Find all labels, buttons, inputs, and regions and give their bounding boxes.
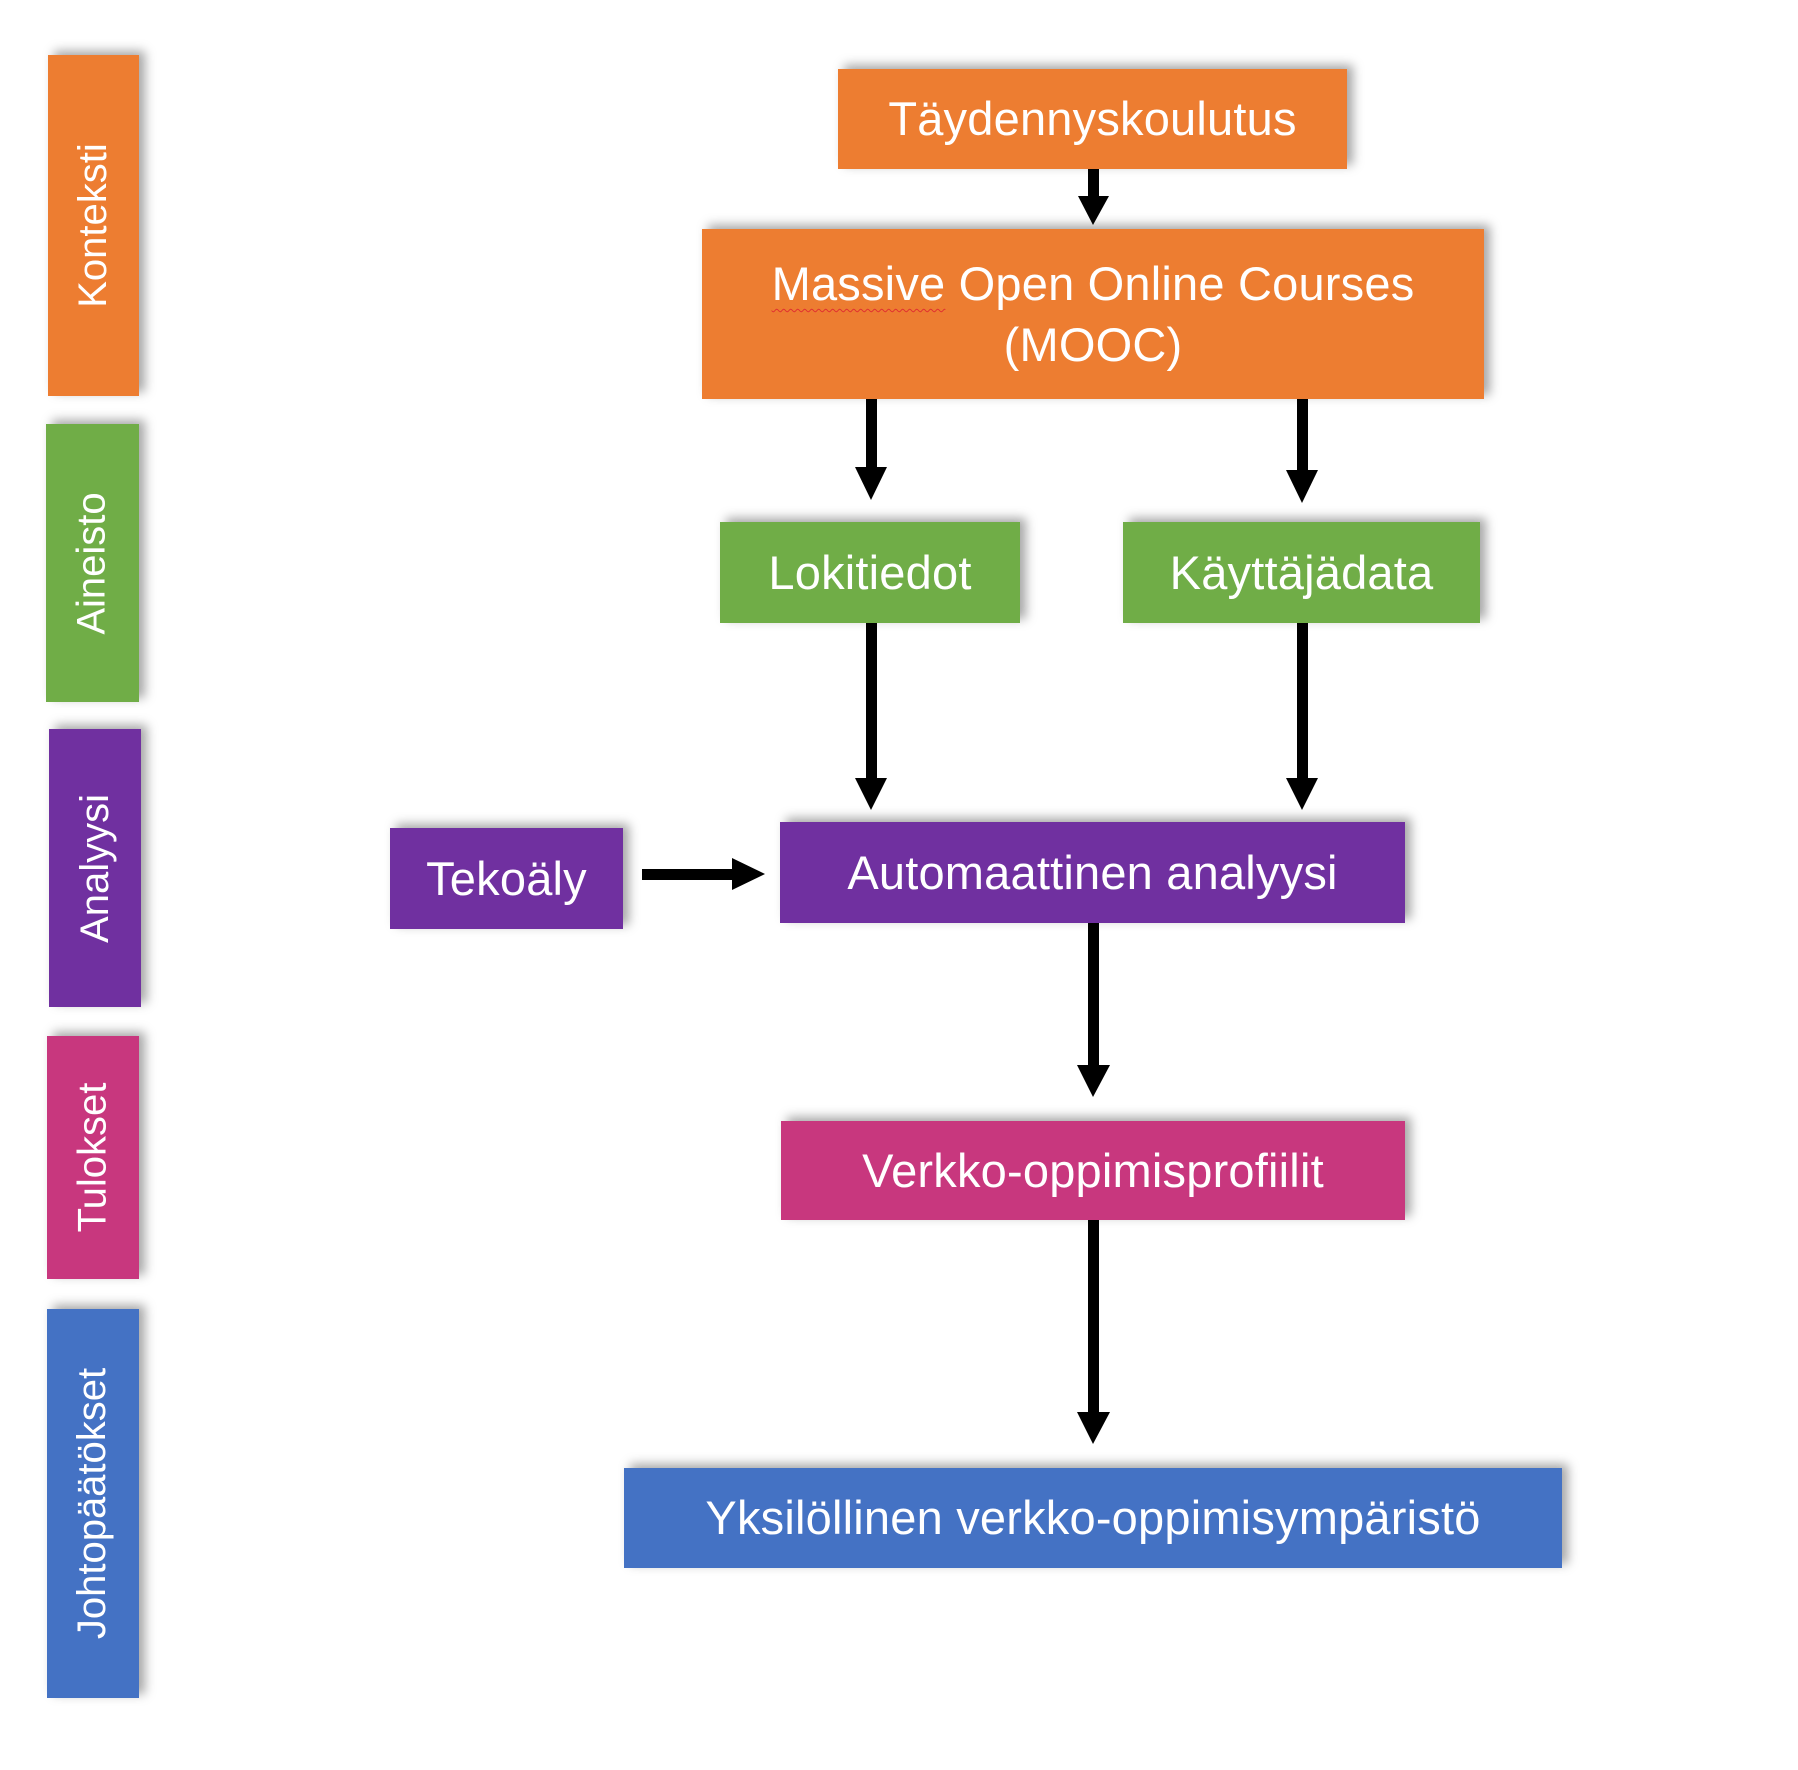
- node-kayttajadata: Käyttäjädata: [1123, 522, 1480, 623]
- node-automaattinen-analyysi: Automaattinen analyysi: [780, 822, 1405, 923]
- arrow-tekoaly-to-analyysi: [642, 858, 765, 890]
- arrow-mooc-to-lokitiedot: [855, 399, 887, 500]
- stage-label-aineisto: Aineisto: [46, 424, 139, 702]
- node-label: Yksilöllinen verkko-oppimisympäristö: [705, 1491, 1481, 1545]
- stage-label-tulokset: Tulokset: [47, 1036, 139, 1279]
- node-label-line2: (MOOC): [1003, 318, 1183, 371]
- node-lokitiedot: Lokitiedot: [720, 522, 1020, 623]
- node-taydennyskoulutus: Täydennyskoulutus: [838, 69, 1347, 169]
- stage-label-konteksti: Konteksti: [48, 55, 139, 396]
- node-label-line1: Massive Open Online Courses: [772, 257, 1415, 310]
- arrow-profiilit-to-ymparisto: [1077, 1220, 1110, 1444]
- node-label: Tekoäly: [426, 851, 587, 905]
- arrow-taydennys-to-mooc: [1078, 169, 1109, 225]
- arrow-analyysi-to-profiilit: [1077, 923, 1110, 1097]
- node-label: Käyttäjädata: [1169, 545, 1434, 599]
- node-label: Automaattinen analyysi: [847, 845, 1338, 899]
- node-label: Lokitiedot: [768, 545, 972, 599]
- stage-label-analyysi: Analyysi: [49, 729, 141, 1007]
- arrow-lokitiedot-to-analyysi: [855, 623, 887, 810]
- node-label-line1-rest: Open Online Courses: [945, 256, 1415, 310]
- node-tekoaly: Tekoäly: [390, 828, 623, 929]
- node-verkko-oppimisprofiilit: Verkko-oppimisprofiilit: [781, 1121, 1405, 1220]
- node-label: Verkko-oppimisprofiilit: [862, 1143, 1324, 1197]
- node-yksilollinen-ymparisto: Yksilöllinen verkko-oppimisympäristö: [624, 1468, 1562, 1568]
- arrow-kayttajadata-to-analyysi: [1286, 623, 1318, 810]
- arrow-mooc-to-kayttajadata: [1286, 399, 1318, 503]
- spellcheck-word: Massive: [771, 256, 946, 310]
- node-mooc: Massive Open Online Courses (MOOC): [702, 229, 1484, 399]
- node-label: Täydennyskoulutus: [888, 92, 1297, 146]
- stage-label-johtopaatokset: Johtopäätökset: [47, 1309, 139, 1698]
